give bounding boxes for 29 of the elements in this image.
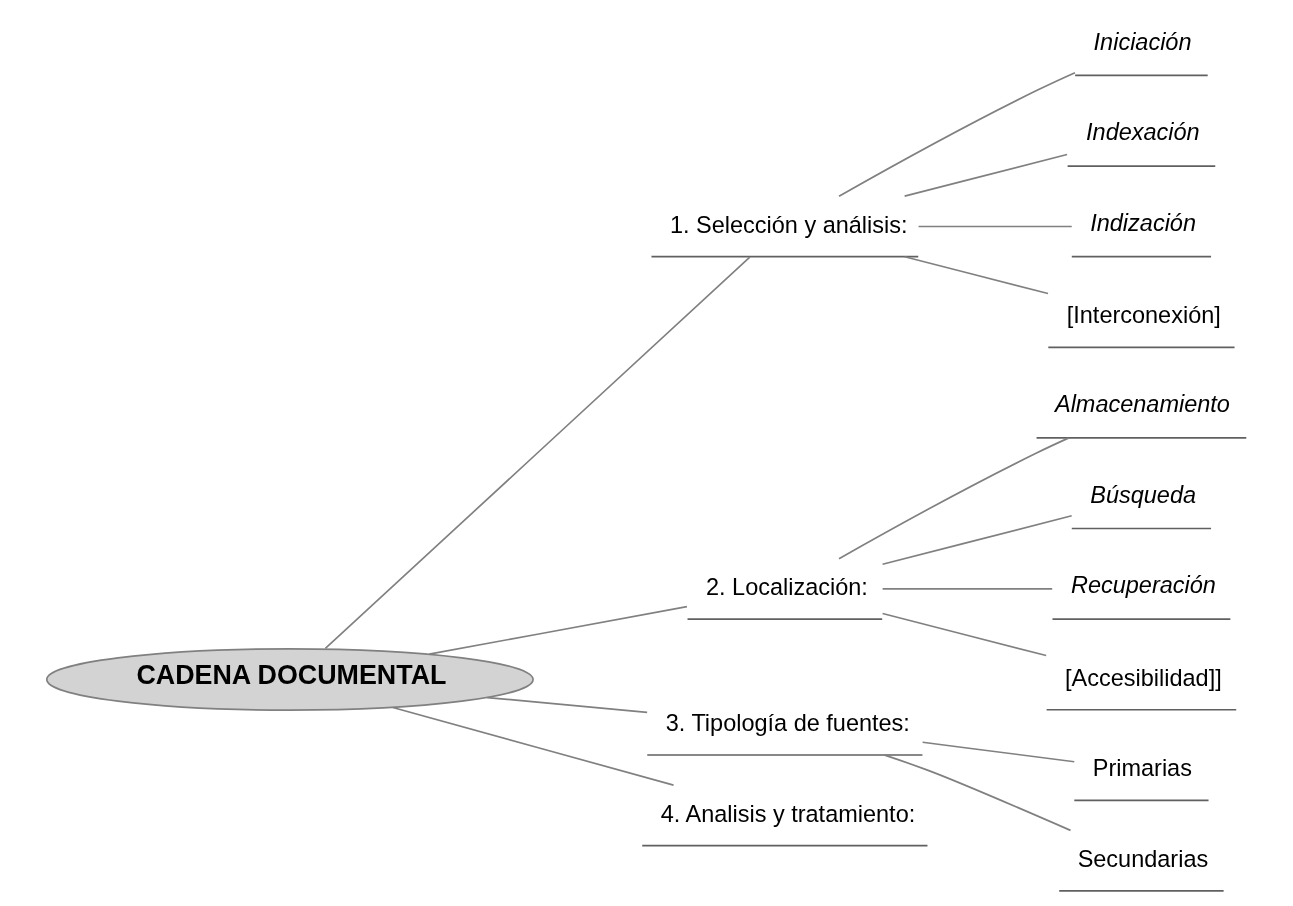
node-text: Primarias (1092, 755, 1192, 782)
node-text: [Interconexión] (1066, 302, 1221, 329)
connector (881, 514, 1073, 566)
connector (324, 256, 751, 650)
node-text: Iniciación (1093, 28, 1192, 55)
node-text: Recuperación (1070, 572, 1216, 599)
node-text: Indización (1090, 210, 1196, 237)
connector (917, 225, 1073, 228)
node-ellipse: CADENA DOCUMENTAL (45, 648, 534, 711)
connector (392, 706, 675, 786)
connector (428, 605, 688, 655)
node-text: 3. Tipología de fuentes: (665, 710, 910, 737)
connector (903, 255, 1049, 295)
connector (838, 71, 1076, 198)
connector (921, 741, 1076, 763)
connector (883, 754, 1072, 832)
connector (881, 612, 1047, 657)
node-text: 1. Selección y análisis: (669, 211, 908, 238)
node-text: Búsqueda (1090, 481, 1197, 508)
node-text: 2. Localización: (705, 574, 868, 601)
connector (838, 437, 1070, 560)
node-text: 4. Analisis y tratamiento: (660, 800, 916, 827)
connector (903, 153, 1068, 197)
connector (486, 696, 648, 714)
node-text: Secundarias (1077, 845, 1209, 872)
node-text: Indexación (1086, 119, 1200, 146)
connector (881, 588, 1053, 590)
node-text: Almacenamiento (1055, 391, 1230, 418)
node-text: [Accesibilidad]] (1065, 664, 1222, 691)
